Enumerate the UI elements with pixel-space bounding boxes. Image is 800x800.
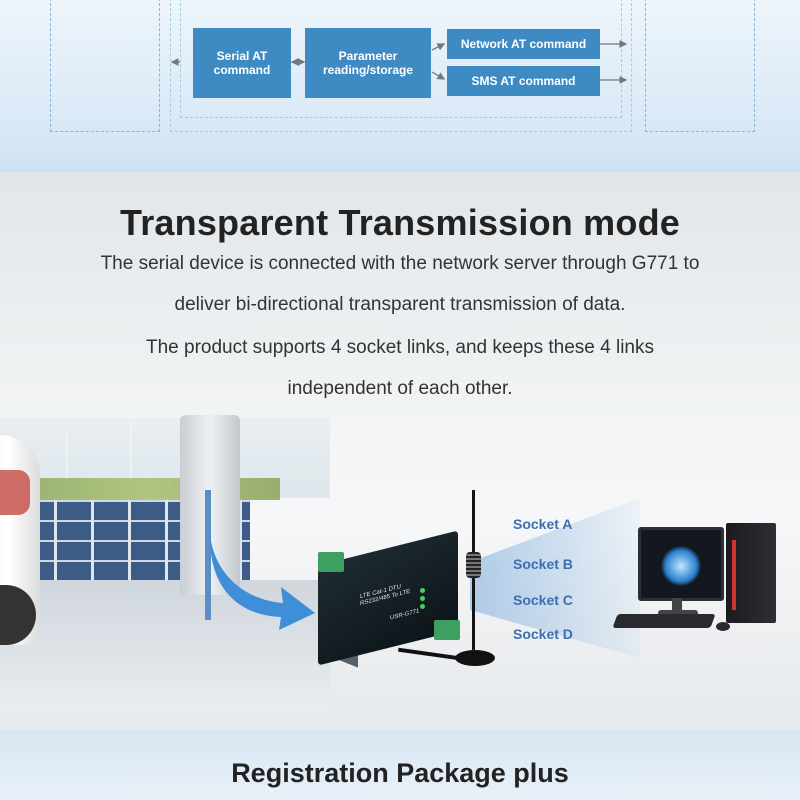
socket-a-label: Socket A	[513, 516, 573, 532]
registration-title: Registration Package plus	[231, 758, 569, 788]
status-led	[420, 596, 425, 601]
grass-field	[20, 478, 280, 500]
blue-arrow-icon	[209, 535, 315, 630]
arrow-param-network	[431, 43, 446, 51]
description-line-3: The product supports 4 socket links, and…	[146, 337, 654, 358]
diagram-arrows	[170, 40, 628, 84]
parameter-storage-box: Parameter reading/storage	[305, 28, 431, 98]
section-title: Transparent Transmission mode	[120, 202, 680, 243]
description-line-4: independent of each other.	[287, 378, 513, 399]
description-line-1: The serial device is connected with the …	[100, 253, 700, 274]
right-dashed-frame	[645, 0, 755, 132]
monitor-stand	[672, 598, 682, 612]
mouse	[716, 622, 730, 631]
socket-b-label: Socket B	[513, 556, 573, 572]
antenna-coil	[466, 552, 481, 578]
sms-at-command-box: SMS AT command	[447, 66, 600, 96]
serial-at-command-box: Serial AT command	[193, 28, 291, 98]
inner-dashed-frame	[180, 0, 622, 118]
charging-cable	[205, 490, 211, 620]
network-at-command-box: Network AT command	[447, 29, 600, 59]
wind-turbine	[130, 405, 132, 480]
outer-dashed-frame	[170, 0, 632, 132]
power-terminal-block	[434, 620, 460, 640]
left-dashed-frame	[50, 0, 160, 132]
pc-monitor	[638, 527, 724, 601]
registration-section	[0, 730, 800, 800]
socket-d-label: Socket D	[513, 626, 573, 642]
antenna-magnetic-base	[455, 650, 495, 666]
road	[0, 580, 330, 710]
keyboard	[612, 614, 716, 628]
socket-c-label: Socket C	[513, 592, 573, 608]
arrow-param-sms	[431, 71, 446, 80]
screen-glow	[661, 546, 701, 586]
car-tail-light	[0, 470, 30, 515]
serial-terminal-block	[318, 552, 344, 572]
wind-turbine	[66, 430, 68, 480]
description-line-2: deliver bi-directional transparent trans…	[174, 294, 626, 315]
status-led	[420, 604, 425, 609]
status-led	[420, 588, 425, 593]
